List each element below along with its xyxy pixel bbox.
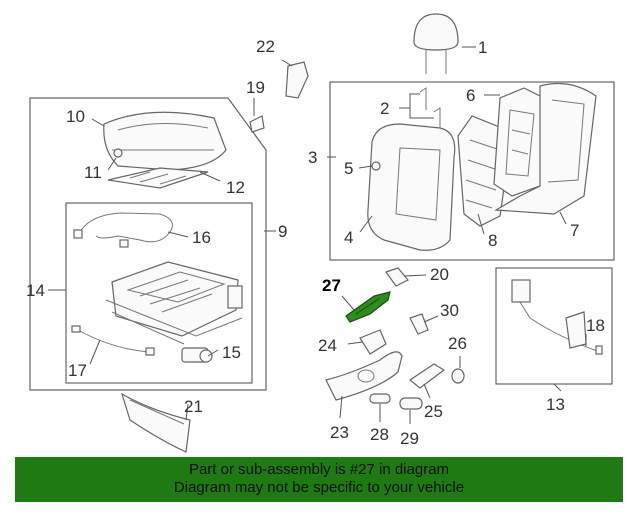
callout-2: 2: [380, 99, 389, 118]
callout-28: 28: [370, 425, 389, 444]
callout-29: 29: [400, 429, 419, 448]
callout-18: 18: [586, 316, 605, 335]
part-29-knob[interactable]: [399, 397, 423, 410]
callout-30: 30: [440, 301, 459, 320]
info-banner-line-2: Diagram may not be specific to your vehi…: [173, 479, 465, 496]
part-7-back-cover[interactable]: [494, 83, 597, 215]
part-11-clip[interactable]: [113, 148, 123, 158]
leader-lines: [48, 46, 587, 424]
part-15-motor[interactable]: [181, 347, 213, 363]
callout-14: 14: [26, 281, 45, 300]
part-24-cover[interactable]: [359, 329, 387, 355]
callout-24: 24: [318, 336, 337, 355]
callout-23: 23: [330, 423, 349, 442]
info-banner: Part or sub-assembly is #27 in diagram D…: [15, 457, 623, 502]
callout-5: 5: [344, 159, 353, 178]
part-12-heater-mat[interactable]: [107, 167, 209, 189]
part-13-lumbar-assembly[interactable]: [511, 279, 603, 355]
part-26-knob[interactable]: [451, 368, 465, 384]
part-5-clip[interactable]: [371, 161, 381, 171]
callout-20: 20: [430, 265, 449, 284]
callout-26: 26: [448, 334, 467, 353]
callout-16: 16: [192, 228, 211, 247]
part-20-bracket[interactable]: [385, 267, 409, 287]
part-16-wiring-harness[interactable]: [73, 212, 173, 248]
part-25-lever[interactable]: [408, 363, 446, 389]
part-seat-track-frame[interactable]: [105, 261, 243, 345]
part-17-wiring-lead[interactable]: [71, 325, 155, 356]
track-subgroup-box: [65, 202, 253, 384]
part-28-knob[interactable]: [369, 393, 391, 404]
callout-21: 21: [184, 397, 203, 416]
info-banner-line-1: Part or sub-assembly is #27 in diagram: [188, 461, 450, 478]
callout-25: 25: [424, 402, 443, 421]
callout-1: 1: [478, 38, 487, 57]
part-23-side-cover[interactable]: [325, 351, 403, 401]
part-21-side-shield[interactable]: [120, 392, 191, 453]
part-10-cushion-pad[interactable]: [103, 111, 227, 171]
part-4-seatback-pad[interactable]: [367, 123, 456, 251]
seatback-group-box: [329, 81, 615, 261]
callout-12: 12: [226, 178, 245, 197]
callout-9: 9: [278, 222, 287, 241]
part-19-clip[interactable]: [249, 115, 265, 133]
callout-3: 3: [308, 148, 317, 167]
part-22-cover[interactable]: [285, 61, 309, 99]
callout-10: 10: [66, 107, 85, 126]
part-1-headrest[interactable]: [413, 13, 459, 74]
callout-4: 4: [344, 228, 353, 247]
callout-27-highlighted: 27: [322, 276, 341, 295]
callout-6: 6: [466, 86, 475, 105]
callout-13: 13: [546, 395, 565, 414]
callout-7: 7: [570, 221, 579, 240]
part-2-guides[interactable]: [419, 87, 441, 128]
callout-11: 11: [84, 163, 102, 182]
callout-22: 22: [256, 37, 275, 56]
cushion-group-box: [29, 97, 267, 391]
part-30-lever-clip[interactable]: [409, 313, 429, 335]
callout-19: 19: [246, 78, 265, 97]
callout-8: 8: [488, 231, 497, 250]
callout-15: 15: [222, 343, 241, 362]
callout-17: 17: [68, 361, 87, 380]
part-27-highlighted[interactable]: [345, 291, 391, 323]
callout-numbers: 1 2 3 4 5 6 7 8 9 10 11 12 13 14 15 16 1…: [26, 37, 605, 448]
